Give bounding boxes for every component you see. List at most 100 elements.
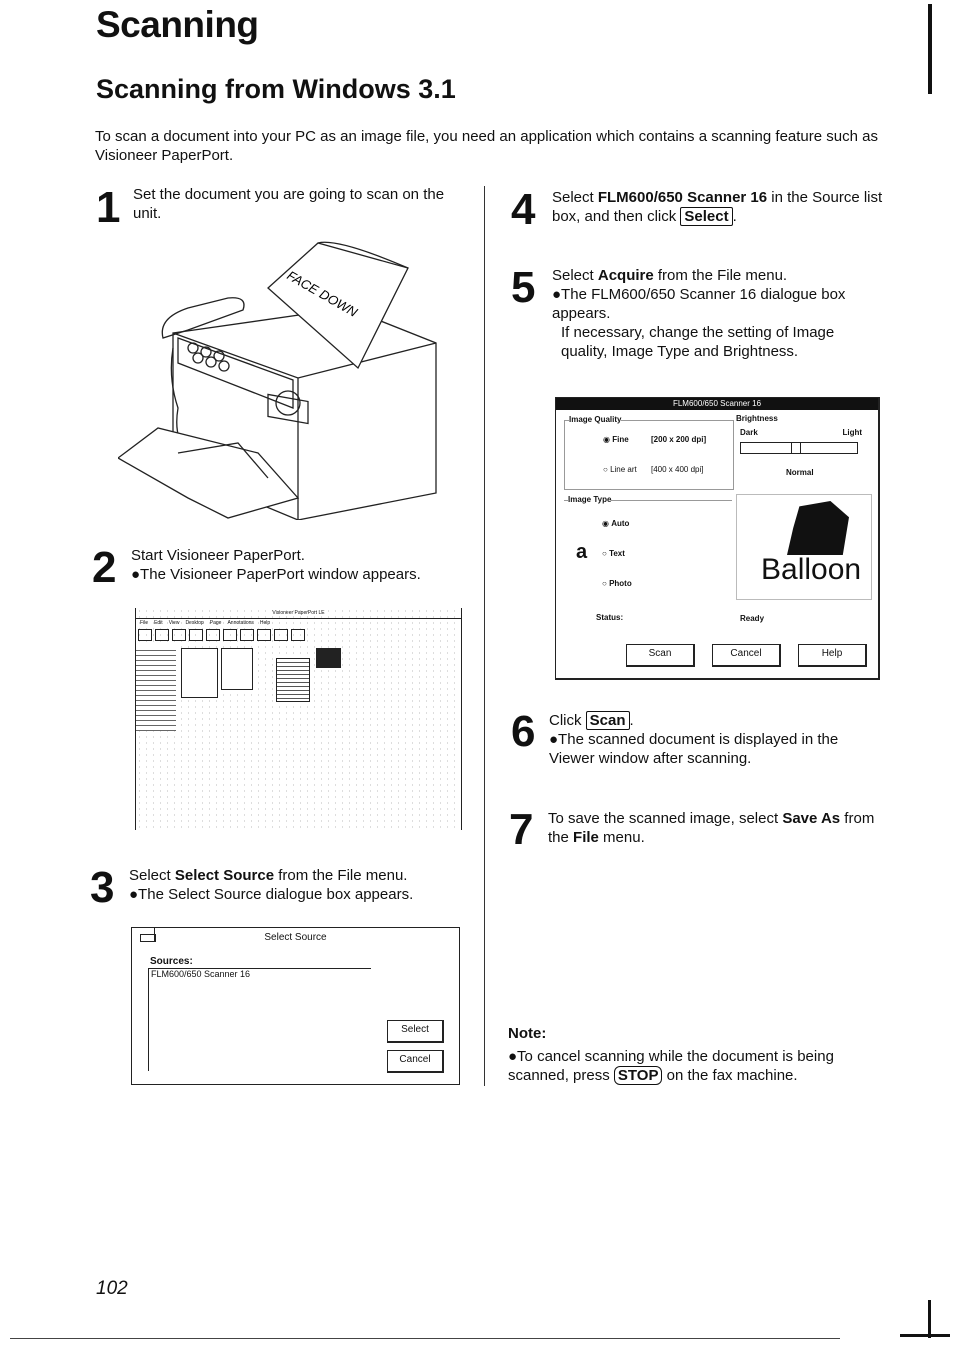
menu-view[interactable]: View <box>168 620 180 626</box>
preview-text: Balloon <box>761 553 862 586</box>
edge-bar <box>928 1300 931 1338</box>
toolbar-icon[interactable] <box>291 629 305 641</box>
menu-file[interactable]: File <box>140 620 149 626</box>
image-quality-group: Image Quality ◉ Fine [200 x 200 dpi] ○ L… <box>564 415 734 490</box>
column-divider <box>484 186 485 1086</box>
step-5-text: Select Acquire from the File menu. ●The … <box>552 266 882 361</box>
step-2-line-2: ●The Visioneer PaperPort window appears. <box>131 566 421 583</box>
menu-edit[interactable]: Edit <box>154 620 163 626</box>
step-5-number: 5 <box>511 263 536 312</box>
scanner-dialog: FLM600/650 Scanner 16 Image Quality ◉ Fi… <box>555 397 880 680</box>
step-2-text: Start Visioneer PaperPort. ●The Visionee… <box>131 546 461 584</box>
help-button[interactable]: Help <box>798 644 867 667</box>
step-2-line-1: Start Visioneer PaperPort. <box>131 547 305 564</box>
toolbar-icon[interactable] <box>274 629 288 641</box>
step-3-bold: Select Source <box>174 867 275 884</box>
bottom-rule <box>10 1338 840 1339</box>
menu-page[interactable]: Page <box>209 620 222 626</box>
sources-listbox[interactable]: FLM600/650 Scanner 16 <box>148 968 371 1071</box>
step-1-text: Set the document you are going to scan o… <box>133 186 445 222</box>
step-7-bold: Save As <box>782 810 841 827</box>
photo-radio[interactable]: ○ Photo <box>602 579 632 588</box>
step-3-line-2: ●The Select Source dialogue box appears. <box>129 886 414 903</box>
status-value: Ready <box>740 614 765 623</box>
select-button[interactable]: Select <box>387 1020 444 1043</box>
step-3-number: 3 <box>90 863 115 912</box>
step-6-number: 6 <box>511 707 536 756</box>
image-type-label: Image Type <box>568 495 612 504</box>
page-number: 102 <box>96 1278 128 1299</box>
document-thumbnail[interactable] <box>221 648 253 690</box>
status-label: Status: <box>596 613 624 622</box>
section-title: Scanning from Windows 3.1 <box>96 74 456 104</box>
image-quality-label: Image Quality <box>569 415 622 424</box>
step-5-line-2: ●The FLM600/650 Scanner 16 dialogue box … <box>552 286 846 322</box>
paperport-titlebar: Visioneer PaperPort LE <box>136 608 461 619</box>
toolbar-icon[interactable] <box>206 629 220 641</box>
brightness-label: Brightness <box>736 414 778 423</box>
menu-desktop[interactable]: Desktop <box>185 620 204 626</box>
paperport-toolbar <box>138 629 459 641</box>
select-source-dialog: Select Source Sources: FLM600/650 Scanne… <box>131 927 460 1085</box>
paperport-sidebar <box>136 646 176 731</box>
text-radio[interactable]: ○ Text <box>602 549 625 558</box>
brightness-thumb[interactable] <box>791 442 801 454</box>
scanner-dialog-title: FLM600/650 Scanner 16 <box>556 398 878 410</box>
text-type-icon: a <box>576 541 588 563</box>
image-type-group: Image Type ◉ Auto a ○ Text ○ Photo <box>564 495 732 597</box>
paperport-menu-bar: File Edit View Desktop Page Annotations … <box>136 619 461 627</box>
select-button-ref: Select <box>680 207 733 226</box>
paperport-window-screenshot: Visioneer PaperPort LE File Edit View De… <box>135 608 462 830</box>
toolbar-icon[interactable] <box>172 629 186 641</box>
system-menu-icon[interactable] <box>140 934 156 942</box>
step-7-bold-2: File <box>573 829 599 846</box>
cancel-button[interactable]: Cancel <box>387 1050 444 1073</box>
light-label: Light <box>842 428 862 437</box>
step-7-number: 7 <box>509 805 534 854</box>
page-title: Scanning <box>96 4 259 45</box>
auto-radio[interactable]: ◉ Auto <box>602 519 630 528</box>
step-5-bold: Acquire <box>597 267 654 284</box>
step-5-line-3: If necessary, change the setting of Imag… <box>561 324 835 360</box>
step-4-text: Select FLM600/650 Scanner 16 in the Sour… <box>552 189 883 226</box>
brightness-slider[interactable] <box>740 442 858 454</box>
menu-annotations[interactable]: Annotations <box>227 620 254 626</box>
step-6-line-2: ●The scanned document is displayed in th… <box>549 731 839 767</box>
document-thumbnail[interactable] <box>276 658 310 702</box>
dialog-title: Select Source <box>264 932 327 943</box>
fine-dpi: [200 x 200 dpi] <box>651 435 707 444</box>
toolbar-icon[interactable] <box>138 629 152 641</box>
preview-area: Balloon <box>736 494 872 600</box>
step-6-text: Click Scan. ●The scanned document is dis… <box>549 711 879 768</box>
step-4-number: 4 <box>511 185 536 234</box>
step-7-text: To save the scanned image, select Save A… <box>548 810 875 846</box>
toolbar-icon[interactable] <box>223 629 237 641</box>
stop-button-ref: STOP <box>613 1066 663 1085</box>
step-3-text: Select Select Source from the File menu.… <box>129 866 469 904</box>
edge-bar-foot <box>900 1334 950 1337</box>
toolbar-icon[interactable] <box>240 629 254 641</box>
toolbar-icon[interactable] <box>257 629 271 641</box>
scan-button-ref: Scan <box>585 711 630 730</box>
scanner-cancel-button[interactable]: Cancel <box>712 644 781 667</box>
toolbar-icon[interactable] <box>155 629 169 641</box>
intro-paragraph: To scan a document into your PC as an im… <box>95 128 878 164</box>
note-text: ●To cancel scanning while the document i… <box>508 1048 834 1085</box>
preview-photo <box>787 501 849 555</box>
scan-button[interactable]: Scan <box>626 644 695 667</box>
edge-bar <box>928 4 932 94</box>
fine-radio[interactable]: ◉ Fine <box>603 435 629 444</box>
step-1-number: 1 <box>96 183 121 232</box>
fax-machine-illustration: FACE DOWN <box>118 241 437 520</box>
source-list-item[interactable]: FLM600/650 Scanner 16 <box>151 969 251 979</box>
brightness-group: Brightness Dark Light Normal <box>736 414 866 488</box>
menu-help[interactable]: Help <box>259 620 271 626</box>
toolbar-icon[interactable] <box>189 629 203 641</box>
document-thumbnail[interactable] <box>316 648 341 668</box>
document-thumbnail[interactable] <box>181 648 218 698</box>
normal-label: Normal <box>786 468 814 477</box>
step-2-number: 2 <box>92 543 117 592</box>
dark-label: Dark <box>740 428 758 437</box>
sources-label: Sources: <box>150 956 193 967</box>
lineart-radio[interactable]: ○ Line art <box>603 465 637 474</box>
